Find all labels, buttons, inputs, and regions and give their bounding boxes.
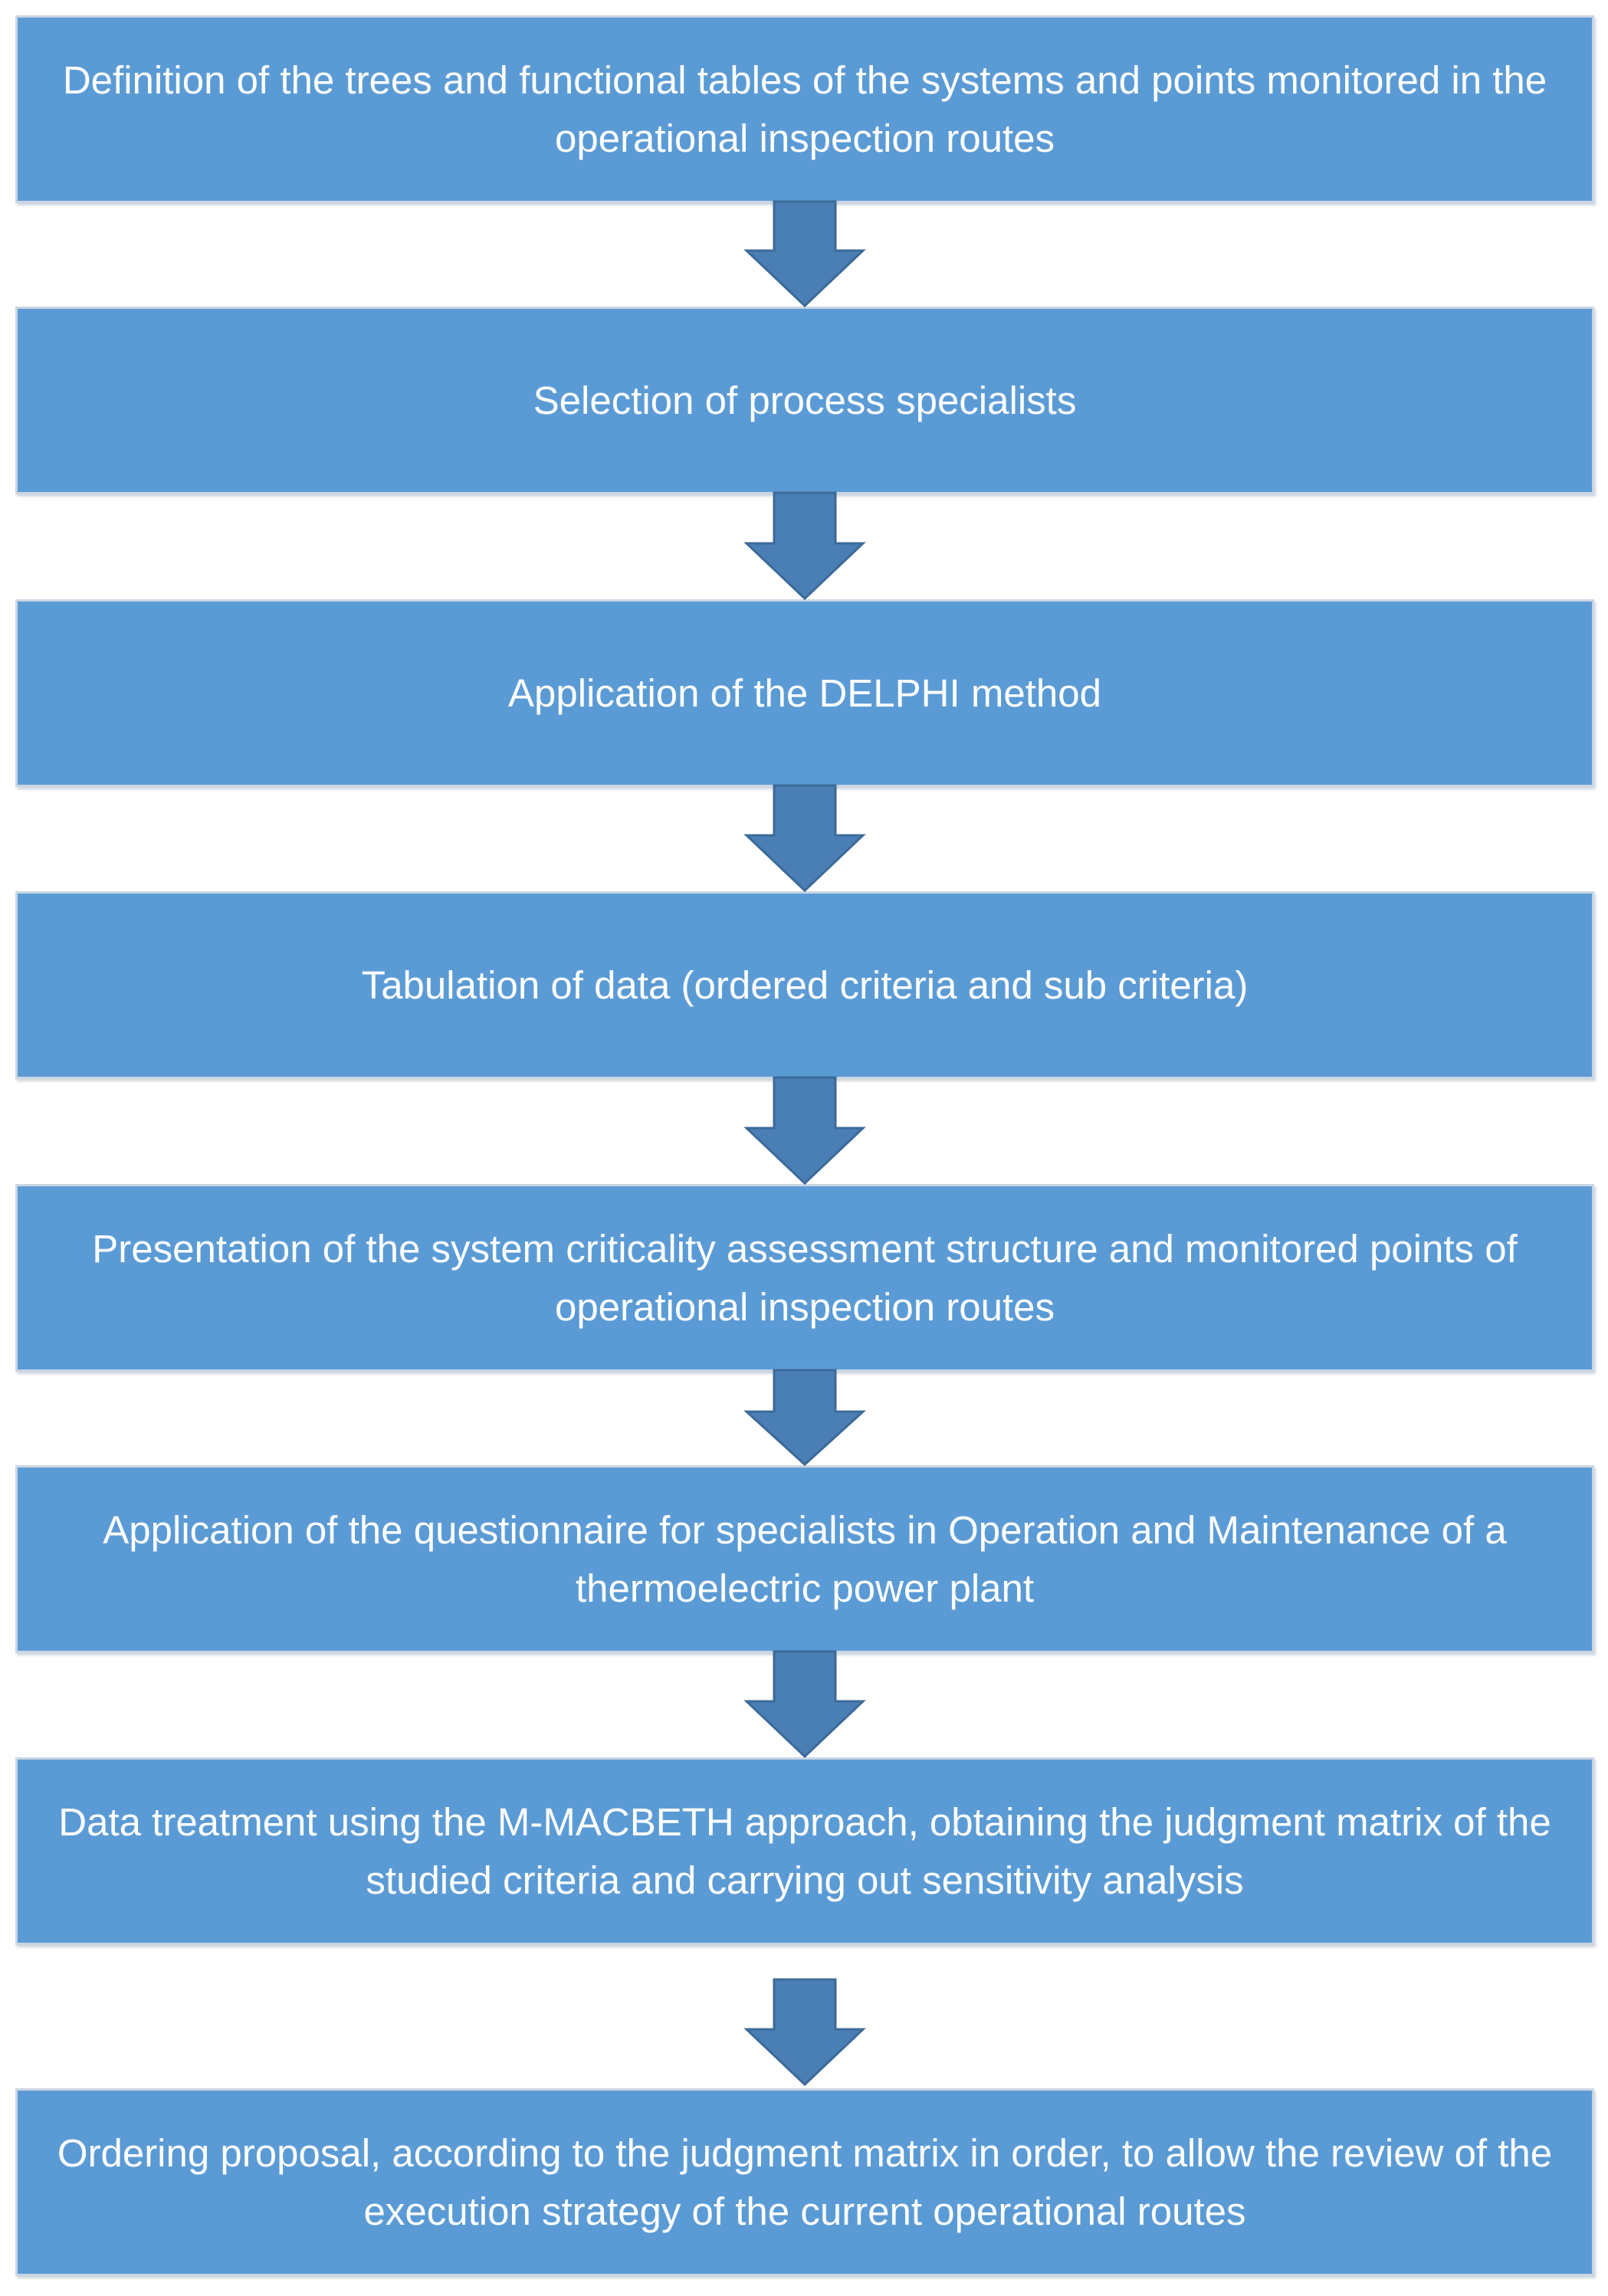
down-arrow-icon bbox=[743, 1076, 866, 1186]
flow-step-6: Application of the questionnaire for spe… bbox=[15, 1465, 1594, 1653]
flow-step-7-text: Data treatment using the M-MACBETH appro… bbox=[58, 1799, 1551, 1902]
flow-step-1: Definition of the trees and functional t… bbox=[15, 15, 1594, 203]
flow-step-5-text: Presentation of the system criticality a… bbox=[92, 1226, 1518, 1329]
flow-step-3: Application of the DELPHI method bbox=[15, 599, 1594, 787]
flow-step-1-text: Definition of the trees and functional t… bbox=[62, 57, 1547, 160]
flow-step-4: Tabulation of data (ordered criteria and… bbox=[15, 891, 1594, 1079]
flow-step-4-text: Tabulation of data (ordered criteria and… bbox=[361, 963, 1249, 1007]
flow-step-6-text: Application of the questionnaire for spe… bbox=[103, 1507, 1507, 1610]
flow-step-2: Selection of process specialists bbox=[15, 307, 1594, 494]
flow-step-2-text: Selection of process specialists bbox=[533, 378, 1077, 422]
down-arrow-icon bbox=[743, 1650, 866, 1759]
down-arrow-icon bbox=[743, 1978, 866, 2087]
flow-step-3-text: Application of the DELPHI method bbox=[508, 671, 1101, 715]
down-arrow-icon bbox=[743, 491, 866, 601]
flow-step-5: Presentation of the system criticality a… bbox=[15, 1184, 1594, 1372]
flow-step-8-text: Ordering proposal, according to the judg… bbox=[57, 2130, 1553, 2233]
down-arrow-icon bbox=[743, 784, 866, 893]
down-arrow-icon bbox=[743, 1369, 866, 1467]
flow-step-8: Ordering proposal, according to the judg… bbox=[15, 2088, 1594, 2276]
flow-step-7: Data treatment using the M-MACBETH appro… bbox=[15, 1757, 1594, 1945]
down-arrow-icon bbox=[743, 200, 866, 308]
